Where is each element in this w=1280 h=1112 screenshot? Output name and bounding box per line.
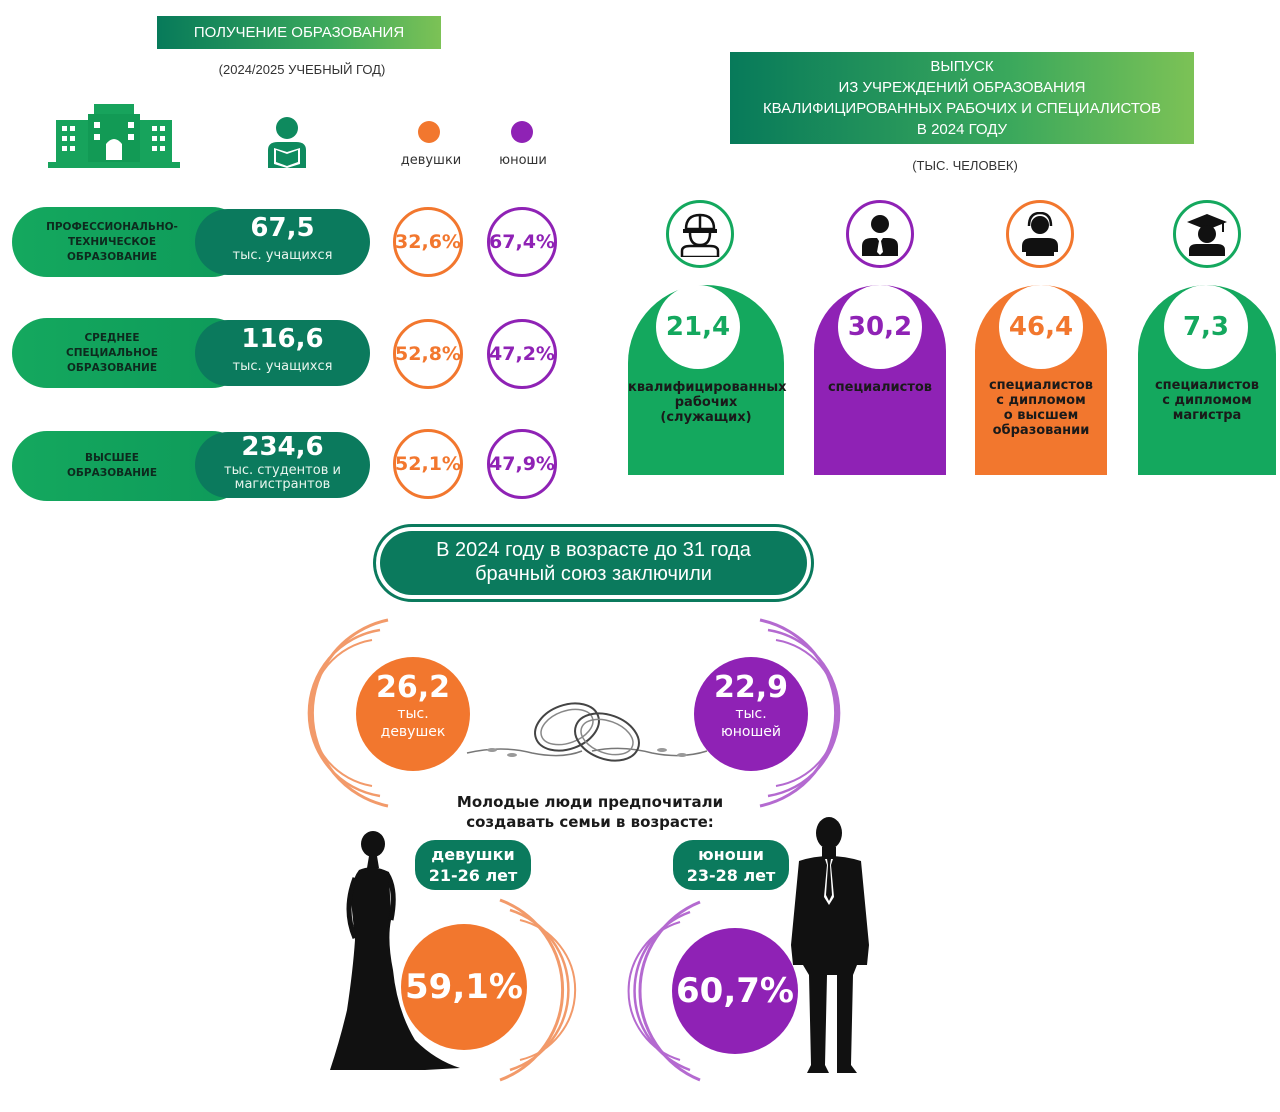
girls-legend-dot — [418, 121, 440, 143]
girls-share-ring: 52,8% — [393, 319, 463, 389]
girls-share-ring: 32,6% — [393, 207, 463, 277]
boys-married-circle: 22,9 тыс. юношей — [694, 657, 808, 771]
graduates-value: 21,4 — [656, 285, 740, 369]
worker-helmet-icon — [666, 200, 734, 268]
girls-married-value: 26,2 — [375, 670, 451, 705]
edu-row-label: ПРОФЕССИОНАЛЬНО- ТЕХНИЧЕСКОЕ ОБРАЗОВАНИЕ — [46, 220, 178, 263]
edu-row-label: СРЕДНЕЕ СПЕЦИАЛЬНОЕ ОБРАЗОВАНИЕ — [66, 331, 158, 374]
edu-row-value-box: 116,6 тыс. учащихся — [195, 320, 370, 386]
graduates-title-banner: ВЫПУСК ИЗ УЧРЕЖДЕНИЙ ОБРАЗОВАНИЯ КВАЛИФИ… — [730, 52, 1194, 144]
graduates-subtitle: (ТЫС. ЧЕЛОВЕК) — [912, 158, 1018, 173]
edu-row-value: 116,6 — [241, 324, 324, 354]
woman-silhouette-icon — [330, 831, 460, 1070]
girls-age-share-circle: 59,1% — [401, 924, 527, 1050]
graduates-label: специалистов с дипломом о высшем образов… — [988, 378, 1094, 438]
education-title-banner: ПОЛУЧЕНИЕ ОБРАЗОВАНИЯ — [157, 16, 441, 49]
boys-share-ring: 67,4% — [487, 207, 557, 277]
boys-legend-dot — [511, 121, 533, 143]
preference-title: Молодые люди предпочитали создавать семь… — [456, 793, 724, 831]
edu-row-unit: тыс. учащихся — [232, 359, 333, 374]
marriage-banner: В 2024 году в возрасте до 31 года брачны… — [380, 531, 807, 595]
edu-row-value-box: 234,6 тыс. студентов и магистрантов — [195, 432, 370, 498]
student-reading-icon — [268, 117, 306, 168]
girls-married-unit: тыс. девушек — [380, 706, 446, 740]
edu-row-value: 67,5 — [250, 213, 315, 243]
graduates-value: 30,2 — [838, 285, 922, 369]
boys-married-unit: тыс. юношей — [720, 706, 782, 740]
edu-row-value: 234,6 — [241, 432, 324, 462]
boys-legend-label: юноши — [499, 153, 547, 168]
boys-married-value: 22,9 — [713, 670, 789, 705]
girls-legend-label: девушки — [400, 153, 462, 168]
graduates-value: 7,3 — [1164, 285, 1248, 369]
edu-row-value-box: 67,5 тыс. учащихся — [195, 209, 370, 275]
education-subtitle: (2024/2025 УЧЕБНЫЙ ГОД) — [218, 62, 386, 77]
edu-row-unit: тыс. учащихся — [232, 248, 333, 263]
wedding-rings-icon — [466, 702, 708, 762]
girls-married-circle: 26,2 тыс. девушек — [356, 657, 470, 771]
graduates-label: специалистов — [827, 380, 933, 395]
edu-row-unit: тыс. студентов и магистрантов — [224, 463, 341, 492]
graduate-cap-icon — [1173, 200, 1241, 268]
operator-headset-icon — [1006, 200, 1074, 268]
school-building-icon — [48, 104, 180, 168]
graduates-label: специалистов с дипломом магистра — [1154, 378, 1260, 423]
arcs-decoration — [307, 618, 841, 1082]
boys-share-ring: 47,2% — [487, 319, 557, 389]
graduates-value: 46,4 — [999, 285, 1083, 369]
edu-row-label: ВЫСШЕЕ ОБРАЗОВАНИЕ — [66, 452, 157, 479]
specialist-tie-icon — [846, 200, 914, 268]
boys-share-ring: 47,9% — [487, 429, 557, 499]
boys-age-share-circle: 60,7% — [672, 928, 798, 1054]
boys-age-tag: юноши 23-28 лет — [673, 840, 789, 890]
girls-share-ring: 52,1% — [393, 429, 463, 499]
girls-age-tag: девушки 21-26 лет — [415, 840, 531, 890]
man-silhouette-icon — [791, 817, 869, 1073]
graduates-label: квалифицированных рабочих (служащих) — [628, 380, 787, 425]
